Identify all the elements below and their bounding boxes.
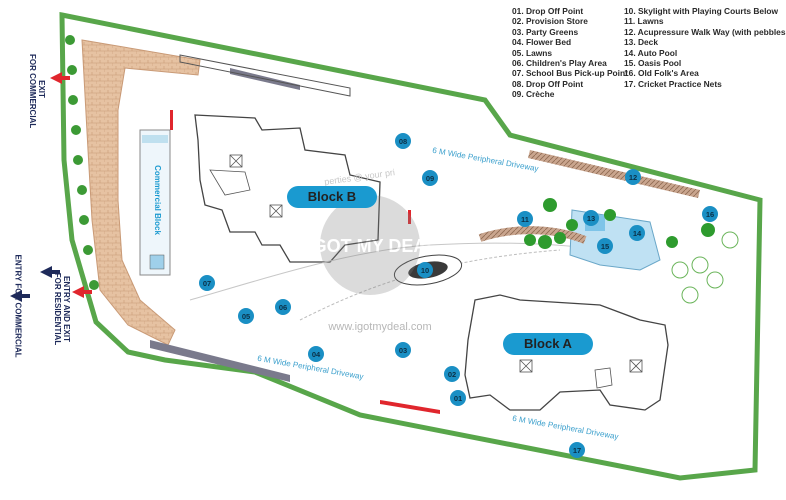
legend-item: 07. School Bus Pick-up Point	[512, 68, 628, 79]
marker-number-03: 03	[399, 346, 407, 355]
legend-item: 03. Party Greens	[512, 26, 579, 37]
legend-column-1: 01. Drop Off Point 02. Provision Store 0…	[512, 6, 628, 100]
legend-item: 15. Oasis Pool	[624, 57, 682, 68]
marker-circle-07	[199, 275, 215, 291]
exit-commercial-label: EXIT FOR COMMERCIAL	[28, 54, 46, 129]
exit-label-line2: FOR COMMERCIAL	[28, 54, 37, 129]
exit-label-line1: EXIT	[37, 80, 46, 98]
left-edge-trees	[65, 35, 99, 290]
marker-number-05: 05	[242, 312, 250, 321]
marker-circle-11	[517, 211, 533, 227]
marker-circle-13	[583, 210, 599, 226]
marker-number-17: 17	[573, 446, 581, 455]
block-a-details	[519, 359, 643, 389]
marker-circle-16	[702, 206, 718, 222]
entry-commercial-line1: ENTRY FOR COMMERCIAL	[13, 254, 23, 358]
marker-number-11: 11	[521, 215, 529, 224]
entry-commercial-label: ENTRY FOR COMMERCIAL	[13, 254, 23, 358]
block-a-text: Block A	[524, 336, 573, 351]
right-edge-trees	[671, 231, 739, 304]
pebble-walkway	[478, 226, 587, 244]
marker-number-16: 16	[706, 210, 714, 219]
marker-number-08: 08	[399, 137, 407, 146]
red-marker	[170, 110, 173, 130]
legend-item: 14. Auto Pool	[624, 47, 678, 58]
exit-commercial-arrow	[50, 72, 70, 84]
block-b-text: Block B	[308, 189, 356, 204]
commercial-fountain	[149, 254, 165, 270]
block-a-label: Block A	[503, 333, 593, 355]
legend-item: 16. Old Folk's Area	[624, 68, 699, 79]
marker-circle-03	[395, 342, 411, 358]
marker-circle-10	[417, 262, 433, 278]
top-boundary-bar	[179, 54, 351, 97]
exit-residential-arrow-out	[72, 286, 92, 298]
marker-number-10: 10	[421, 266, 429, 275]
numbered-markers: 01 02 03 04 05 06 07 08 09 10 11 12 13 14 15 16 17	[199, 133, 718, 458]
commercial-block-label: Commercial Block	[153, 165, 162, 235]
legend-item: 06. Children's Play Area	[512, 57, 607, 68]
legend-column-2: 10. Skylight with Playing Courts Below 1…	[624, 6, 786, 89]
legend-item: 17. Cricket Practice Nets	[624, 78, 722, 89]
marker-circle-17	[569, 442, 585, 458]
legend-item: 13. Deck	[624, 37, 658, 48]
commercial-block-feature	[142, 135, 168, 143]
marker-number-06: 06	[279, 303, 287, 312]
entry-exit-line2: FOR RESIDENTIAL	[53, 272, 62, 346]
marker-number-04: 04	[312, 350, 321, 359]
entry-exit-residential-label: ENTRY AND EXIT FOR RESIDENTIAL	[53, 269, 71, 349]
acupressure-walkway	[528, 150, 700, 198]
lawn-trees-11	[524, 198, 715, 249]
brick-walkway	[81, 39, 201, 346]
watermark-url: www.igotmydeal.com	[327, 321, 431, 333]
watermark: I GOT MY DEAL	[303, 195, 438, 295]
marker-number-15: 15	[601, 242, 609, 251]
watermark-brand: I GOT MY DEAL	[303, 236, 438, 256]
commercial-block-shape	[139, 129, 171, 276]
marker-circle-09	[422, 170, 438, 186]
legend-item: 05. Lawns	[512, 47, 553, 58]
marker-circle-04	[308, 346, 324, 362]
marker-circle-08	[395, 133, 411, 149]
marker-number-02: 02	[448, 370, 456, 379]
marker-circle-14	[629, 225, 645, 241]
legend-item: 08. Drop Off Point	[512, 78, 584, 89]
site-plan-map: I GOT MY DEAL www.igotmydeal.com perties…	[10, 11, 763, 481]
marker-number-13: 13	[587, 214, 595, 223]
legend-item: 04. Flower Bed	[512, 37, 572, 48]
marker-circle-06	[275, 299, 291, 315]
entry-residential-arrow-in	[40, 266, 60, 278]
bottom-wall	[150, 340, 290, 382]
marker-circle-12	[625, 169, 641, 185]
marker-circle-15	[597, 238, 613, 254]
marker-number-09: 09	[426, 174, 434, 183]
legend-item: 09. Crèche	[512, 89, 555, 100]
entry-commercial-arrow	[10, 290, 30, 302]
marker-number-07: 07	[203, 279, 211, 288]
block-b-building	[194, 114, 381, 263]
marker-number-14: 14	[633, 229, 642, 238]
marker-circle-05	[238, 308, 254, 324]
marker-number-12: 12	[629, 173, 637, 182]
red-marker	[408, 210, 411, 224]
legend-item: 01. Drop Off Point	[512, 6, 584, 16]
legend-item: 10. Skylight with Playing Courts Below	[624, 6, 779, 16]
marker-number-01: 01	[454, 394, 462, 403]
block-b-details	[209, 154, 283, 218]
entry-exit-line1: ENTRY AND EXIT	[62, 276, 71, 342]
legend-item: 02. Provision Store	[512, 16, 588, 27]
marker-circle-01	[450, 390, 466, 406]
bottom-wall-red	[380, 400, 440, 414]
marker-circle-02	[444, 366, 460, 382]
legend-item: 11. Lawns	[624, 16, 664, 27]
block-b-label: Block B	[287, 186, 377, 208]
legend-item: 12. Acupressure Walk Way (with pebbles	[624, 26, 786, 37]
